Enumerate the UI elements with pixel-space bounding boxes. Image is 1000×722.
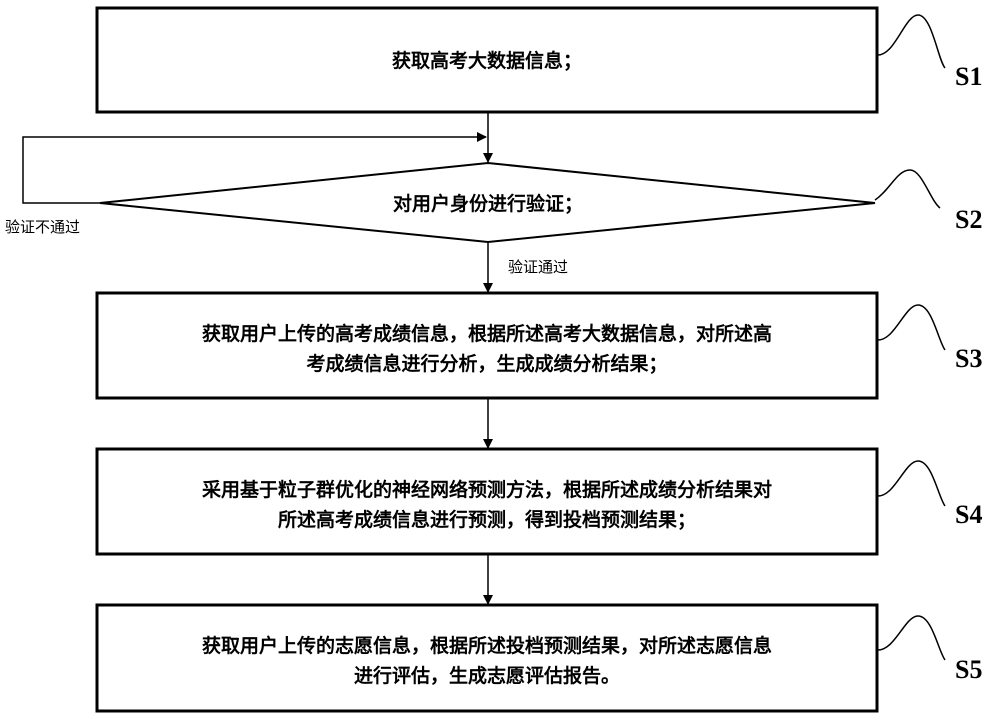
step-text: 所述高考成绩信息进行预测，得到投档预测结果； [278, 508, 696, 531]
step-label: S4 [955, 500, 982, 529]
pass-label: 验证通过 [508, 258, 568, 276]
step-text: 采用基于粒子群优化的神经网络预测方法，根据所述成绩分析结果对 [202, 478, 772, 501]
label-leader [877, 14, 946, 69]
label-leader [877, 615, 946, 661]
process-box [95, 291, 879, 400]
step-text: 获取用户上传的高考成绩信息，根据所述高考大数据信息，对所述高 [202, 322, 772, 345]
step-s4: 采用基于粒子群优化的神经网络预测方法，根据所述成绩分析结果对 所述高考成绩信息进… [95, 447, 982, 556]
label-leader [877, 460, 946, 507]
step-s5: 获取用户上传的志愿信息，根据所述投档预测结果，对所述志愿信息 进行评估，生成志愿… [95, 603, 982, 713]
fail-label: 验证不通过 [5, 218, 80, 236]
step-label: S2 [955, 205, 982, 234]
step-text: 获取用户上传的志愿信息，根据所述投档预测结果，对所述志愿信息 [202, 634, 772, 657]
step-s1: 获取高考大数据信息； S1 [95, 6, 982, 114]
label-leader [874, 169, 941, 209]
step-text: 获取高考大数据信息； [392, 49, 582, 72]
step-text: 对用户身份进行验证； [393, 192, 583, 215]
process-box [95, 6, 879, 114]
process-box [95, 447, 879, 556]
step-text: 考成绩信息进行分析，生成成绩分析结果； [306, 352, 667, 375]
step-s2: 对用户身份进行验证； S2 [99, 161, 982, 244]
step-text: 进行评估，生成志愿评估报告。 [354, 664, 620, 687]
fail-loop-arrow [22, 132, 487, 204]
process-box [95, 603, 879, 713]
step-label: S1 [955, 62, 982, 91]
step-label: S5 [955, 655, 982, 684]
label-leader [877, 304, 946, 351]
step-s3: 获取用户上传的高考成绩信息，根据所述高考大数据信息，对所述高 考成绩信息进行分析… [95, 291, 982, 400]
step-label: S3 [955, 344, 982, 373]
